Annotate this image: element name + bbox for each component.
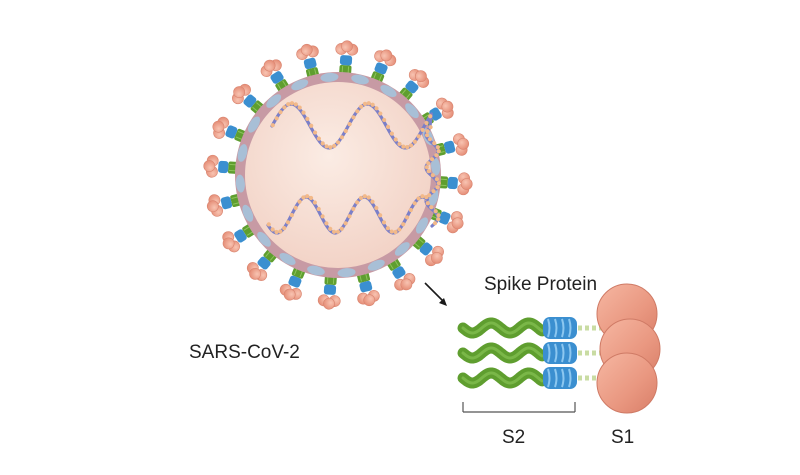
s2-bracket bbox=[462, 402, 576, 413]
s2-coil bbox=[543, 367, 577, 389]
membrane-protein bbox=[242, 204, 254, 222]
membrane-protein bbox=[431, 157, 441, 176]
membrane-protein bbox=[266, 94, 282, 108]
virus-spikes bbox=[203, 40, 473, 310]
s2-label: S2 bbox=[502, 427, 526, 448]
membrane-protein bbox=[380, 84, 397, 98]
spike-protein-trimer bbox=[457, 283, 661, 414]
spike-monomer bbox=[457, 342, 606, 364]
membrane-protein bbox=[415, 217, 429, 234]
s2-coil bbox=[543, 342, 577, 364]
virus-particle bbox=[203, 40, 473, 310]
membrane-protein bbox=[351, 74, 369, 85]
membrane-proteins bbox=[235, 72, 441, 278]
s1-label: S1 bbox=[611, 427, 635, 448]
membrane-protein bbox=[235, 174, 245, 193]
s1-head bbox=[596, 352, 658, 414]
rna-genome bbox=[266, 101, 441, 235]
membrane-protein bbox=[405, 103, 419, 119]
membrane-protein bbox=[247, 116, 261, 133]
membrane-protein bbox=[237, 144, 248, 162]
spike bbox=[369, 49, 397, 88]
membrane-protein bbox=[307, 265, 325, 276]
membrane-protein bbox=[337, 268, 356, 278]
membrane-protein bbox=[257, 231, 271, 247]
membrane-protein bbox=[367, 259, 385, 271]
virus-label: SARS-CoV-2 bbox=[189, 342, 300, 363]
membrane-protein bbox=[279, 252, 296, 266]
zoom-arrow bbox=[424, 282, 447, 306]
spike-monomer bbox=[457, 317, 606, 339]
spike-protein-label: Spike Protein bbox=[484, 274, 598, 295]
membrane-protein bbox=[320, 72, 339, 82]
virus-interior bbox=[245, 82, 431, 268]
membrane-protein bbox=[291, 79, 309, 91]
spike-monomer bbox=[457, 367, 606, 389]
s2-coil bbox=[543, 317, 577, 339]
membrane-protein bbox=[394, 242, 410, 256]
